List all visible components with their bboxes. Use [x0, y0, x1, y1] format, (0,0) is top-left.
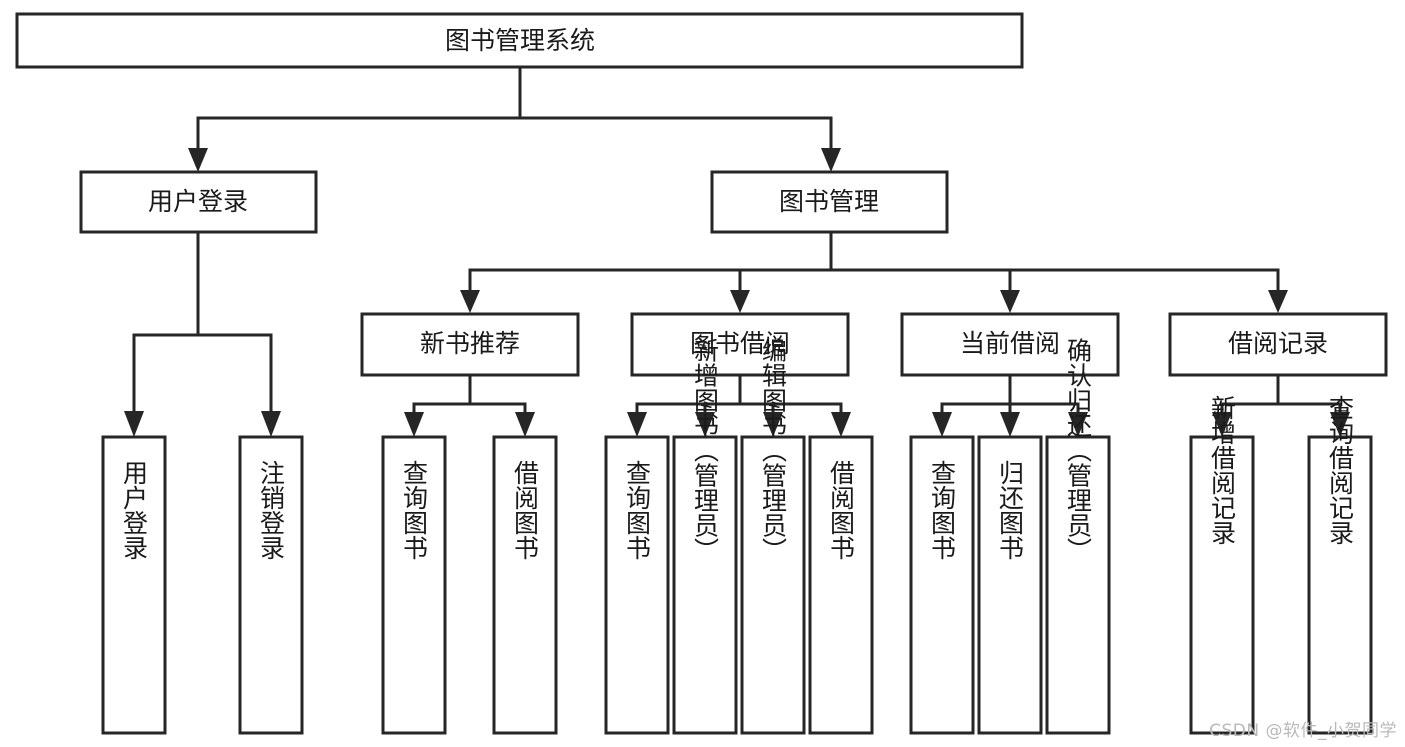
arrow-head-leaf-borrow-add [695, 412, 715, 437]
node-leaf-borrow-add[interactable]: 新增图书（管理员） [672, 338, 738, 735]
arrow-head-leaf-cur-query [932, 412, 952, 437]
node-leaf-cur-confirm[interactable]: 确认归还（管理员） [1045, 338, 1111, 735]
node-leaf-borrow-add-box[interactable] [672, 435, 738, 735]
node-leaf-cur-return-label: 归还图书 [996, 460, 1025, 560]
node-new-book-rec[interactable]: 新书推荐 [360, 312, 580, 377]
node-leaf-rec-add-label: 新增借阅记录 [1208, 395, 1237, 545]
arrow-head-leaf-cur-return [1000, 412, 1020, 437]
node-leaf-rec-add-box[interactable] [1189, 435, 1255, 735]
node-current-borrow[interactable]: 当前借阅 [900, 312, 1120, 377]
node-leaf-rec-borrow-box[interactable] [492, 435, 558, 735]
node-leaf-borrow-do-label: 借阅图书 [827, 460, 856, 560]
arrow-head-leaf-user-logout [261, 411, 281, 437]
connector-layer [124, 65, 1350, 437]
node-leaf-rec-search-label: 查询借阅记录 [1326, 395, 1355, 545]
node-leaf-user-logout[interactable]: 注销登录 [238, 435, 304, 735]
node-borrow-record[interactable]: 借阅记录 [1168, 312, 1388, 377]
arrow-head-user-login [188, 148, 208, 172]
node-leaf-borrow-query[interactable]: 查询图书 [604, 435, 670, 735]
node-leaf-user-logout-box[interactable] [238, 435, 304, 735]
node-leaf-borrow-do[interactable]: 借阅图书 [808, 435, 874, 735]
node-user-login-box[interactable] [79, 170, 318, 234]
arrow-head-leaf-rec-add [1212, 412, 1232, 437]
node-leaf-cur-query-label: 查询图书 [928, 460, 957, 560]
arrow-head-leaf-rec-search [1330, 412, 1350, 437]
node-leaf-rec-add[interactable]: 新增借阅记录 [1189, 395, 1255, 735]
arrow-head-leaf-borrow-do [831, 412, 851, 437]
node-leaf-rec-borrow-label: 借阅图书 [511, 460, 540, 560]
node-book-borrow[interactable]: 图书借阅 [630, 312, 850, 377]
node-root-label: 图书管理系统 [445, 26, 595, 55]
arrow-head-book-borrow [730, 290, 750, 313]
node-leaf-rec-borrow[interactable]: 借阅图书 [492, 435, 558, 735]
node-leaf-user-login-label: 用户登录 [120, 460, 149, 560]
node-leaf-borrow-query-label: 查询图书 [623, 460, 652, 560]
arrow-head-new-book-rec [460, 290, 480, 313]
node-book-manage-box[interactable] [710, 170, 949, 234]
node-leaf-cur-query-box[interactable] [909, 435, 975, 735]
node-root[interactable]: 图书管理系统 [15, 12, 1024, 69]
node-leaf-rec-search[interactable]: 查询借阅记录 [1307, 395, 1373, 735]
arrow-head-leaf-rec-borrow [515, 412, 535, 437]
node-leaf-user-login-box[interactable] [101, 435, 167, 735]
node-book-borrow-label: 图书借阅 [690, 329, 790, 358]
arrow-head-leaf-rec-query [404, 412, 424, 437]
node-current-borrow-label: 当前借阅 [960, 329, 1060, 358]
arrow-head-book-manage [821, 148, 841, 172]
arrow-head-leaf-user-login [124, 411, 144, 437]
arrow-head-leaf-cur-confirm [1068, 412, 1088, 437]
node-user-login[interactable]: 用户登录 [79, 170, 318, 234]
node-borrow-record-label: 借阅记录 [1228, 329, 1328, 358]
node-leaf-cur-return-box[interactable] [977, 435, 1043, 735]
arrow-head-leaf-borrow-edit [763, 412, 783, 437]
node-borrow-record-box[interactable] [1168, 312, 1388, 377]
node-leaf-cur-confirm-box[interactable] [1045, 435, 1111, 735]
arrow-head-borrow-record [1268, 290, 1288, 313]
arrow-head-current-borrow [1000, 290, 1020, 313]
node-leaf-cur-query[interactable]: 查询图书 [909, 435, 975, 735]
node-leaf-borrow-edit-box[interactable] [740, 435, 806, 735]
node-leaf-cur-confirm-label: 确认归还（管理员） [1064, 338, 1093, 563]
node-leaf-user-login[interactable]: 用户登录 [101, 435, 167, 735]
node-root-box[interactable] [15, 12, 1024, 69]
node-leaf-rec-query-box[interactable] [381, 435, 447, 735]
node-leaf-borrow-query-box[interactable] [604, 435, 670, 735]
node-leaf-borrow-add-label: 新增图书（管理员） [691, 338, 720, 563]
node-book-borrow-box[interactable] [630, 312, 850, 377]
node-leaf-cur-return[interactable]: 归还图书 [977, 435, 1043, 735]
node-leaf-rec-query[interactable]: 查询图书 [381, 435, 447, 735]
node-leaf-borrow-edit[interactable]: 编辑图书（管理员） [740, 338, 806, 735]
node-book-manage-label: 图书管理 [779, 187, 879, 216]
node-leaf-borrow-edit-label: 编辑图书（管理员） [759, 338, 788, 563]
node-current-borrow-box[interactable] [900, 312, 1120, 377]
node-user-login-label: 用户登录 [148, 187, 248, 216]
node-new-book-rec-label: 新书推荐 [420, 329, 520, 358]
arrow-head-leaf-borrow-query [627, 412, 647, 437]
node-leaf-user-logout-label: 注销登录 [257, 460, 286, 560]
node-leaf-rec-query-label: 查询图书 [400, 460, 429, 560]
node-new-book-rec-box[interactable] [360, 312, 580, 377]
node-leaf-borrow-do-box[interactable] [808, 435, 874, 735]
node-leaf-rec-search-box[interactable] [1307, 435, 1373, 735]
node-book-manage[interactable]: 图书管理 [710, 170, 949, 234]
